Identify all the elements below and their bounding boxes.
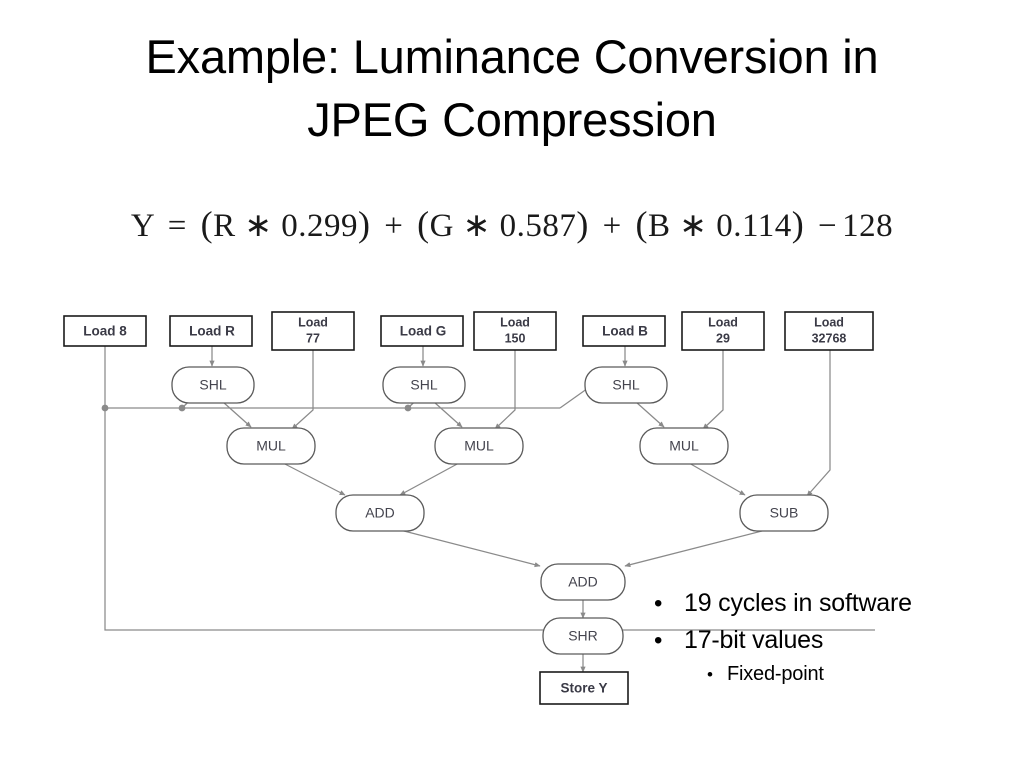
formula-term3: B ∗ 0.114 <box>648 208 792 244</box>
formula-term1: R ∗ 0.299 <box>213 208 359 244</box>
formula-term2-close: ) <box>576 204 589 244</box>
op-node-label: SHL <box>612 377 639 393</box>
bullet-text: 19 cycles in software <box>684 589 912 617</box>
edge-load77-to-mul1 <box>291 350 314 430</box>
load-node-label-line1: Load <box>708 315 738 329</box>
load-node-label-line1: Load <box>814 315 844 329</box>
op-node-label: SHL <box>199 377 226 393</box>
edge-load29-to-mul3 <box>702 350 724 430</box>
formula-term2: G ∗ 0.587 <box>429 208 577 244</box>
edge-load150-to-mul2 <box>494 350 516 430</box>
op-node-label: SHL <box>410 377 437 393</box>
formula-plus-1: + <box>384 208 404 244</box>
op-node-label: MUL <box>464 438 494 454</box>
load-node-label: Load G <box>400 324 447 339</box>
formula-term3-open: ( <box>635 204 649 244</box>
op-node-label: SHR <box>568 628 598 644</box>
load-node-label-line1: Load <box>500 315 530 329</box>
load-node-load-29[interactable]: Load 29 <box>681 311 765 351</box>
edge-load8-bus-to-shr <box>104 408 875 631</box>
dataflow-diagram: Load 8 Load R Load 77 Load G Load 150 Lo… <box>55 300 875 710</box>
load-node-label: Load R <box>189 324 235 339</box>
op-node-mul-2[interactable]: MUL <box>434 427 524 465</box>
load-node-label-line2: 29 <box>716 331 730 345</box>
op-node-add-2[interactable]: ADD <box>540 563 626 601</box>
bullet-text: Fixed-point <box>727 663 824 685</box>
formula-plus-2: + <box>602 208 622 244</box>
store-node-store-y[interactable]: Store Y <box>539 671 629 705</box>
load-node-label-line1: Load <box>298 315 328 329</box>
formula-term2-open: ( <box>417 204 430 244</box>
edge-group <box>101 346 875 673</box>
formula-constant: 128 <box>842 208 894 244</box>
formula-minus: − <box>817 208 838 244</box>
op-node-sub-1[interactable]: SUB <box>739 494 829 532</box>
bullet-item-fixed-point: • Fixed-point <box>701 662 1024 686</box>
op-node-mul-1[interactable]: MUL <box>226 427 316 465</box>
formula-term1-close: ) <box>358 204 371 244</box>
op-node-label: MUL <box>256 438 286 454</box>
op-node-shr-1[interactable]: SHR <box>542 617 624 655</box>
bullet-list: • 19 cycles in software • 17-bit values … <box>648 588 1024 693</box>
edge-add1-to-add2 <box>399 529 541 568</box>
bullet-text: 17-bit values <box>684 626 824 654</box>
load-node-load-8[interactable]: Load 8 <box>63 315 147 347</box>
formula-equals: = <box>167 208 187 244</box>
load-node-load-32768[interactable]: Load 32768 <box>784 311 874 351</box>
op-node-label: ADD <box>568 574 598 590</box>
load-node-label: Load 8 <box>83 324 127 339</box>
bullet-marker-icon: • <box>654 627 663 654</box>
edge-shl2-to-mul2 <box>433 401 463 428</box>
load-node-label: Load B <box>602 324 648 339</box>
op-node-label: ADD <box>365 505 395 521</box>
op-node-mul-3[interactable]: MUL <box>639 427 729 465</box>
edge-mul1-to-add1 <box>282 462 346 496</box>
load-node-load-r[interactable]: Load R <box>169 315 253 347</box>
op-node-shl-1[interactable]: SHL <box>171 366 255 404</box>
op-node-add-1[interactable]: ADD <box>335 494 425 532</box>
bus-junction-dot-1 <box>101 404 109 412</box>
load-node-label-line2: 32768 <box>812 331 847 345</box>
bullet-marker-icon: • <box>707 665 713 684</box>
page-title: Example: Luminance Conversion in JPEG Co… <box>145 30 879 146</box>
load-node-label-line2: 150 <box>505 331 526 345</box>
load-node-load-77[interactable]: Load 77 <box>271 311 355 351</box>
edge-mul2-to-add1 <box>399 462 460 496</box>
edge-shl1-to-mul1 <box>222 401 252 428</box>
load-node-load-g[interactable]: Load G <box>380 315 464 347</box>
formula-lhs: Y <box>130 208 154 244</box>
store-node-label: Store Y <box>560 681 607 696</box>
load-node-label-line2: 77 <box>306 331 320 345</box>
op-node-label: SUB <box>770 505 799 521</box>
bullet-item-bitwidth: • 17-bit values <box>648 625 1024 655</box>
load-node-load-150[interactable]: Load 150 <box>473 311 557 351</box>
formula-term1-open: ( <box>200 204 214 244</box>
edge-shl3-to-mul3 <box>635 401 665 428</box>
op-node-label: MUL <box>669 438 699 454</box>
op-node-shl-2[interactable]: SHL <box>382 366 466 404</box>
op-node-shl-3[interactable]: SHL <box>584 366 668 404</box>
bullet-item-cycles: • 19 cycles in software <box>648 588 1024 618</box>
load-node-load-b[interactable]: Load B <box>582 315 666 347</box>
edge-sub1-to-add2 <box>624 529 767 568</box>
bullet-marker-icon: • <box>654 590 663 617</box>
edge-mul3-to-sub1 <box>688 462 746 496</box>
edge-load32768-to-sub1 <box>806 350 831 497</box>
luminance-formula: Y = (R ∗ 0.299) + (G ∗ 0.587) + (B ∗ 0.1… <box>0 203 1024 245</box>
formula-term3-close: ) <box>791 204 805 244</box>
